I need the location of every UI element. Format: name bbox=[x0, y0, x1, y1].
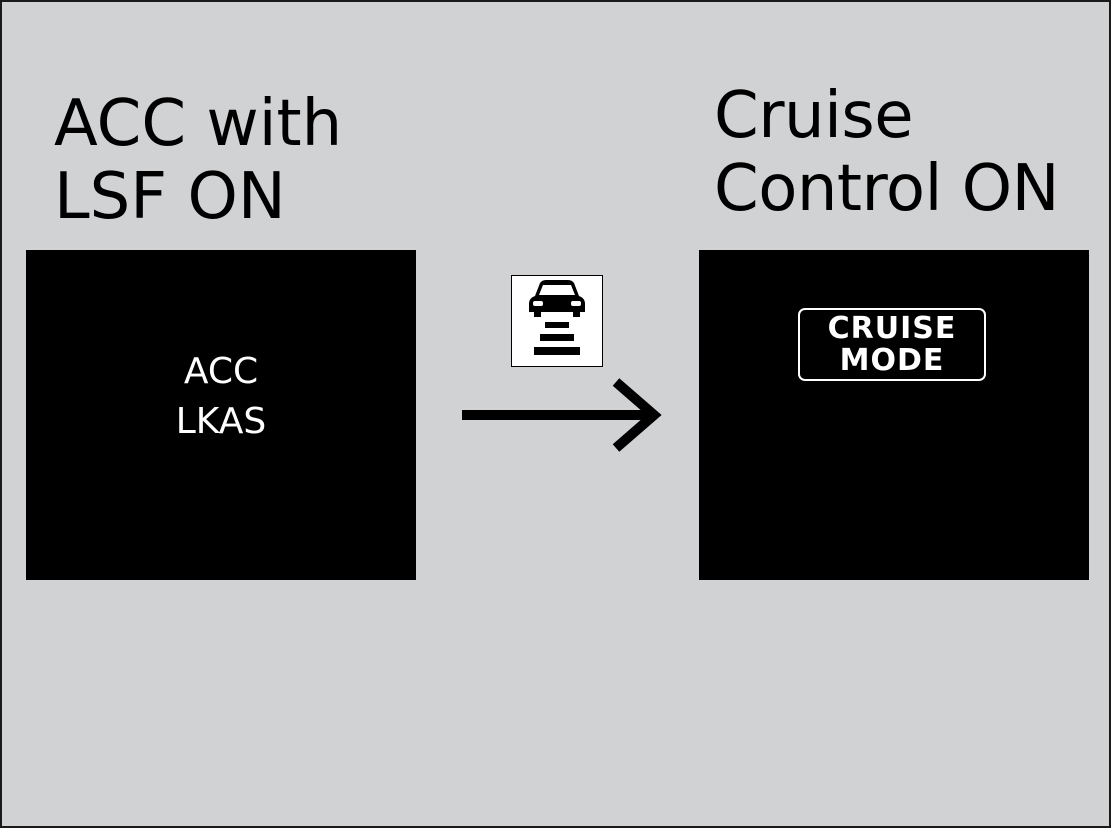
right-panel-heading: Cruise Control ON bbox=[714, 80, 1059, 226]
left-heading-line1: ACC with bbox=[54, 87, 343, 161]
left-display-screen: ACC LKAS bbox=[26, 250, 416, 580]
lkas-indicator-text: LKAS bbox=[175, 401, 267, 442]
acc-lkas-indicator: ACC LKAS bbox=[26, 347, 416, 447]
cruise-mode-badge: CRUISE MODE bbox=[798, 308, 986, 381]
low-speed-follow-car-icon bbox=[511, 275, 603, 367]
right-arrow-icon bbox=[462, 378, 662, 452]
right-display-screen: CRUISE MODE bbox=[699, 250, 1089, 580]
car-following-icon bbox=[529, 280, 585, 355]
right-heading-line1: Cruise bbox=[714, 79, 914, 153]
cruise-badge-line2: MODE bbox=[839, 343, 945, 378]
cruise-badge-line1: CRUISE bbox=[827, 311, 957, 346]
left-heading-line2: LSF ON bbox=[54, 160, 286, 234]
left-panel-heading: ACC with LSF ON bbox=[54, 88, 342, 234]
acc-indicator-text: ACC bbox=[183, 351, 259, 392]
right-heading-line2: Control ON bbox=[714, 152, 1059, 226]
